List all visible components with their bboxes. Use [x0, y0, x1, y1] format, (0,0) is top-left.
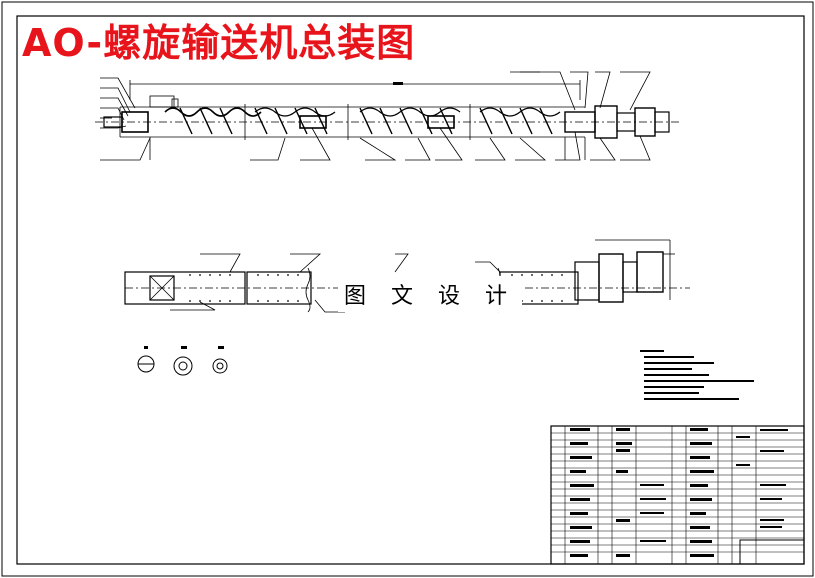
parts-list-entries [570, 428, 788, 557]
technical-notes [640, 350, 754, 400]
inner-frame [16, 15, 805, 565]
conveyor-plan-view [124, 239, 690, 313]
drawing-title: AO-螺旋输送机总装图 [22, 21, 416, 65]
section-details [137, 346, 228, 376]
watermark-text: 图 文 设 计 [338, 276, 522, 312]
conveyor-elevation-view [95, 71, 680, 161]
parts-list-table [550, 425, 805, 565]
